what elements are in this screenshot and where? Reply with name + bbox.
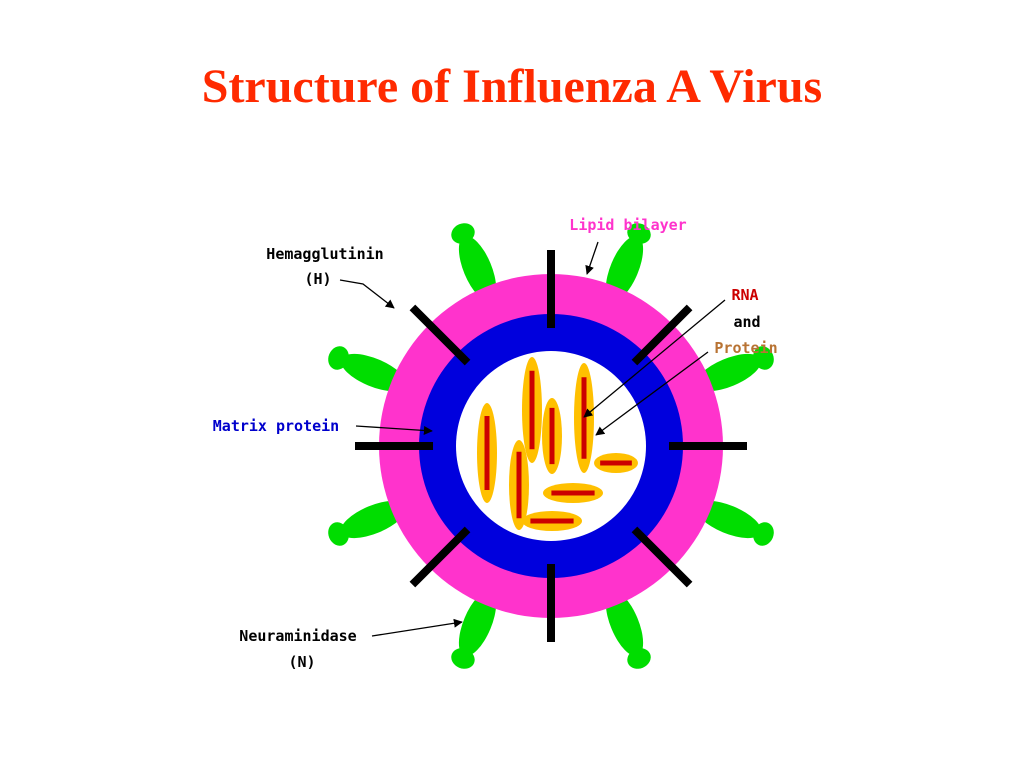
- hemagglutinin-spike: [328, 346, 407, 392]
- lipid-bilayer-leader: [585, 241, 599, 275]
- ribonucleoprotein: [522, 357, 542, 463]
- ribonucleoprotein: [542, 398, 562, 474]
- ribonucleoprotein: [522, 511, 582, 531]
- protein-label: Protein: [714, 339, 777, 357]
- neuraminidase-spike: [409, 526, 471, 588]
- neuraminidase-spike: [631, 526, 693, 588]
- hemagglutinin-spike: [328, 500, 407, 546]
- hemagglutinin-spike: [451, 223, 497, 302]
- neuraminidase-spike: [631, 304, 693, 366]
- neuraminidase-abbr-label: (N): [288, 653, 315, 671]
- ribonucleoprotein: [477, 403, 497, 503]
- protein-leader: [595, 351, 709, 436]
- page-title: Structure of Influenza A Virus: [201, 60, 823, 113]
- hemagglutinin-leader: [339, 279, 395, 309]
- hemagglutinin-spike: [451, 590, 497, 669]
- leader-lines: [339, 241, 726, 637]
- ribonucleoprotein: [509, 440, 529, 530]
- hemagglutinin-spikes: [328, 223, 774, 669]
- neuraminidase-leader: [371, 618, 463, 637]
- neuraminidase-spikes: [355, 250, 747, 642]
- neuraminidase-spike: [409, 304, 471, 366]
- lipid-bilayer-label: Lipid bilayer: [569, 216, 686, 234]
- matrix-protein-label: Matrix protein: [213, 417, 339, 435]
- hemagglutinin-spike: [605, 590, 651, 669]
- ribonucleoprotein: [594, 453, 638, 473]
- matrix-protein-leader: [355, 425, 433, 435]
- hemagglutinin-spike: [695, 346, 774, 392]
- rna-leader: [583, 299, 726, 418]
- and-label: and: [733, 313, 760, 331]
- rna-label: RNA: [731, 286, 758, 304]
- ribonucleoprotein: [543, 483, 603, 503]
- neuraminidase-label: Neuraminidase: [239, 627, 356, 645]
- hemagglutinin-abbr-label: (H): [304, 270, 331, 288]
- hemagglutinin-label: Hemagglutinin: [266, 245, 383, 263]
- ribonucleoprotein: [574, 363, 594, 473]
- ribonucleoproteins: [477, 357, 638, 531]
- hemagglutinin-spike: [695, 500, 774, 546]
- hemagglutinin-spike: [605, 223, 651, 302]
